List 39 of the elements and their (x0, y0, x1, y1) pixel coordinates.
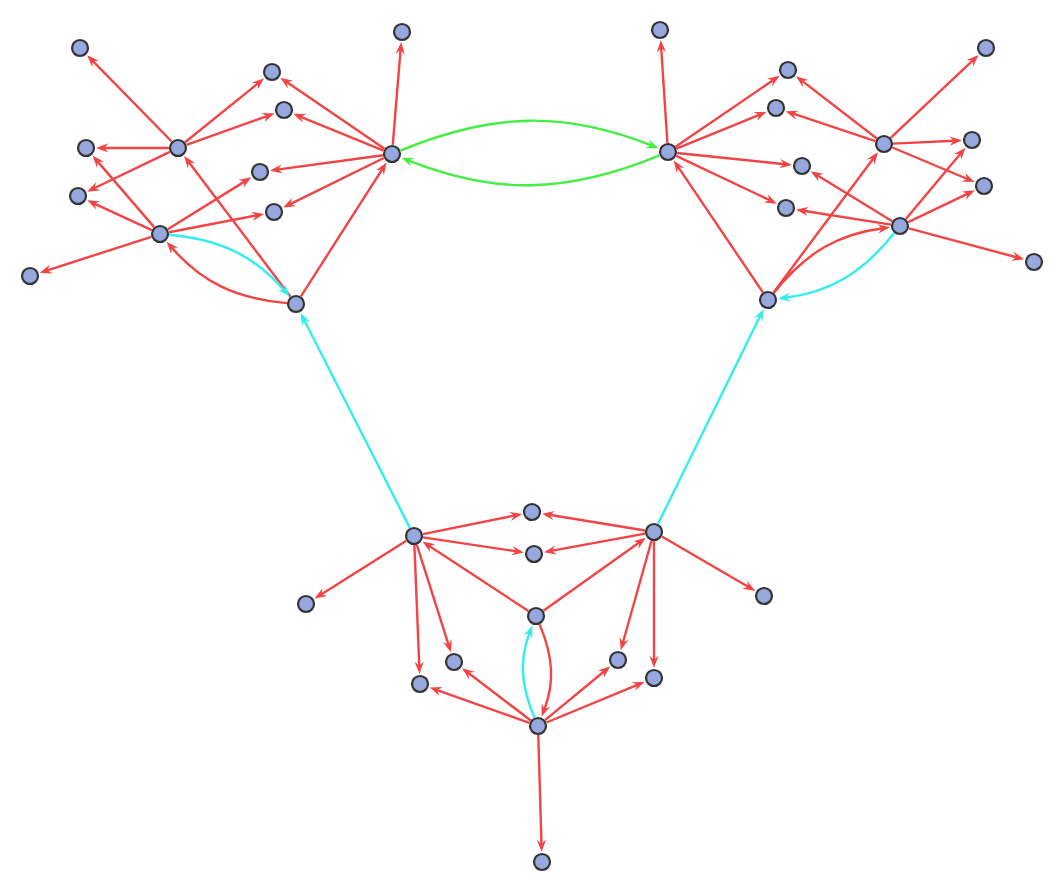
graph-vertex (890, 216, 910, 236)
graph-vertex (168, 138, 188, 158)
graph-vertex (976, 38, 996, 58)
graph-vertex (644, 522, 664, 542)
graph-vertex (650, 20, 670, 40)
graph-vertex (962, 130, 982, 150)
graph-vertex (286, 294, 306, 314)
graph-vertex (778, 60, 798, 80)
graph-vertex (262, 62, 282, 82)
graph-vertex (644, 668, 664, 688)
graph-vertex (68, 186, 88, 206)
graph-vertex (250, 162, 270, 182)
graph-vertex (608, 650, 628, 670)
graph-vertex (392, 22, 412, 42)
graph-vertex (792, 156, 812, 176)
graph-vertex (76, 138, 96, 158)
graph-vertex (526, 606, 546, 626)
graph-vertex (776, 198, 796, 218)
graph-vertex (404, 526, 424, 546)
graph-vertex (296, 594, 316, 614)
graph-vertex (70, 38, 90, 58)
graph-vertex (522, 502, 542, 522)
graph-vertex (974, 176, 994, 196)
graph-vertex (766, 98, 786, 118)
graph-vertex (150, 224, 170, 244)
graph-vertex (658, 142, 678, 162)
graph-vertex (264, 202, 284, 222)
graph-vertex (382, 144, 402, 164)
graph-vertex (410, 674, 430, 694)
graph-vertex (444, 652, 464, 672)
graph-vertex (758, 290, 778, 310)
graph-vertex (528, 716, 548, 736)
graph-vertex (20, 266, 40, 286)
graph-vertex (532, 852, 552, 872)
graph-vertex (524, 544, 544, 564)
graph-vertex (874, 134, 894, 154)
graph-vertex (754, 586, 774, 606)
graph-vertex (274, 100, 294, 120)
graph-vertex (1024, 252, 1044, 272)
